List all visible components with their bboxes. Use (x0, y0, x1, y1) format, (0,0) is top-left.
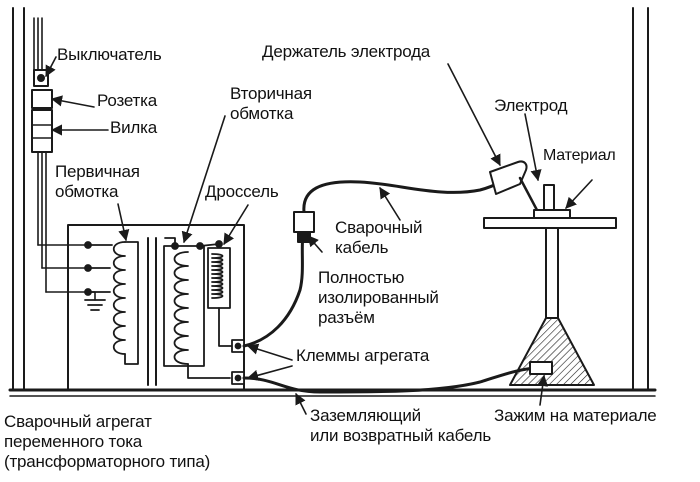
insulated-connector (293, 211, 315, 243)
ground-cable-label: Заземляющий или возвратный кабель (310, 406, 491, 445)
material-clamp (529, 361, 553, 375)
plug-label: Вилка (110, 118, 158, 137)
right-wall (632, 7, 649, 391)
left-wall (12, 7, 25, 391)
insulated-connector-label: Полностью изолированный разъём (318, 268, 439, 327)
material-label: Материал (543, 147, 616, 164)
ground-symbol (84, 299, 106, 311)
welder-housing (67, 224, 245, 391)
unit-terminals (231, 339, 245, 385)
material-clamp-label: Зажим на материале (494, 406, 657, 425)
switch-box (33, 69, 49, 87)
electrode-holder (489, 160, 540, 214)
welding-cable-label: Сварочный кабель (335, 218, 423, 257)
secondary-winding-label: Вторичная обмотка (230, 84, 312, 123)
electrode-holder-label: Держатель электрода (262, 42, 431, 61)
socket-label: Розетка (97, 91, 158, 110)
choke-label: Дроссель (205, 182, 279, 201)
ground-cable (242, 366, 542, 394)
primary-winding-label: Первичная обмотка (55, 162, 140, 201)
callout-arrows (45, 56, 593, 415)
transformer-core (147, 237, 157, 386)
switch-label: Выключатель (57, 45, 162, 64)
welder-title-label: Сварочный агрегат переменного тока (тран… (4, 412, 211, 471)
unit-terminals-label: Клеммы агрегата (296, 346, 430, 365)
socket-plug (31, 89, 53, 153)
choke-coil (199, 240, 233, 347)
work-table (483, 184, 617, 386)
electrode-label: Электрод (494, 96, 568, 115)
mains-cables (33, 17, 96, 301)
primary-coil (84, 241, 139, 365)
secondary-coil (163, 237, 231, 379)
